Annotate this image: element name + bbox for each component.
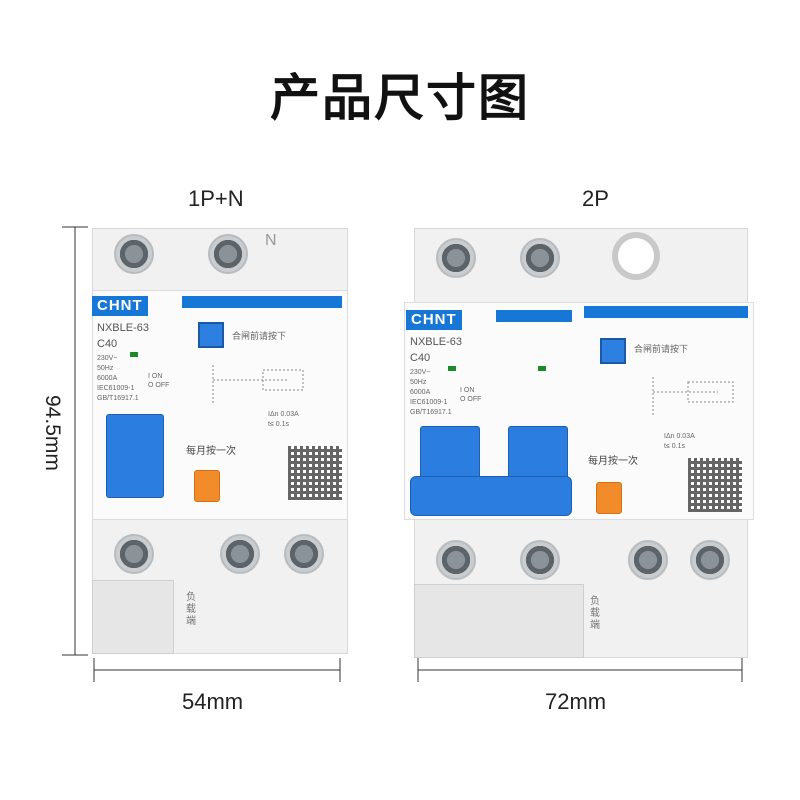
model-text: NXBLE-63 xyxy=(410,336,462,348)
screw-terminal-icon xyxy=(520,238,560,278)
wiring-diagram-icon xyxy=(212,365,304,405)
breaker-handle-left[interactable] xyxy=(420,426,480,480)
qr-code-icon xyxy=(288,446,342,500)
height-label: 94.5mm xyxy=(41,395,64,471)
neutral-mark: N xyxy=(265,232,277,249)
product-label-1p-n: 1P+N xyxy=(188,186,244,211)
model-text: NXBLE-63 xyxy=(97,322,149,334)
breaker-handle[interactable] xyxy=(106,414,164,498)
screw-terminal-icon xyxy=(114,234,154,274)
page-title: 产品尺寸图 xyxy=(270,69,530,127)
qr-code-icon xyxy=(688,458,742,512)
mounting-hole xyxy=(612,232,660,280)
screw-terminal-icon xyxy=(520,540,560,580)
press-hint: 合闸前请按下 xyxy=(634,345,689,355)
screw-terminal-icon xyxy=(208,234,248,274)
screw-terminal-icon xyxy=(114,534,154,574)
spec-0: 230V~ xyxy=(97,355,118,362)
reset-lever[interactable] xyxy=(600,338,626,364)
residual-current: IΔn 0.03A xyxy=(268,411,299,418)
handle-tie-bar[interactable] xyxy=(410,476,572,516)
breaker-handle-right[interactable] xyxy=(508,426,568,480)
blue-stripe xyxy=(182,296,342,308)
residual-current: IΔn 0.03A xyxy=(664,433,695,440)
screw-terminal-icon xyxy=(690,540,730,580)
monthly-test-label: 每月按一次 xyxy=(186,446,236,457)
rating-text: C40 xyxy=(410,352,431,364)
status-led xyxy=(538,366,546,371)
load-side-label: 负载端 xyxy=(590,596,600,631)
off-label: O OFF xyxy=(148,382,170,389)
spec-1: 50Hz xyxy=(97,365,114,372)
trip-time: t≤ 0.1s xyxy=(664,443,685,450)
spec-4: GB/T16917.1 xyxy=(97,395,139,402)
spec-4: GB/T16917.1 xyxy=(410,409,452,416)
on-label: I ON xyxy=(148,373,163,380)
width-label-1p-n: 54mm xyxy=(182,689,244,714)
rating-text: C40 xyxy=(97,338,118,350)
spec-3: IEC61009-1 xyxy=(410,399,448,406)
status-led xyxy=(448,366,456,371)
spec-3: IEC61009-1 xyxy=(97,385,135,392)
wiring-diagram-icon xyxy=(652,377,734,417)
spec-2: 6000A xyxy=(97,375,118,382)
off-label: O OFF xyxy=(460,396,482,403)
height-dimension-line xyxy=(62,226,88,656)
load-side-label: 负载端 xyxy=(186,592,196,627)
rail-clip xyxy=(92,580,174,654)
spec-0: 230V~ xyxy=(410,369,431,376)
width-dimension-line-1p-n xyxy=(93,658,341,682)
screw-terminal-icon xyxy=(436,238,476,278)
width-dimension-line-2p xyxy=(417,658,743,682)
monthly-test-label: 每月按一次 xyxy=(588,456,638,467)
spec-1: 50Hz xyxy=(410,379,427,386)
product-label-2p: 2P xyxy=(582,186,609,211)
press-hint: 合闸前请按下 xyxy=(232,332,287,342)
width-label-2p: 72mm xyxy=(545,689,607,714)
rail-clip xyxy=(414,584,584,658)
reset-lever[interactable] xyxy=(198,322,224,348)
screw-terminal-icon xyxy=(220,534,260,574)
brand-logo: CHNT xyxy=(92,296,148,316)
test-button[interactable] xyxy=(596,482,622,514)
spec-2: 6000A xyxy=(410,389,431,396)
trip-time: t≤ 0.1s xyxy=(268,421,289,428)
blue-stripe xyxy=(584,306,748,318)
screw-terminal-icon xyxy=(284,534,324,574)
screw-terminal-icon xyxy=(628,540,668,580)
screw-terminal-icon xyxy=(436,540,476,580)
test-button[interactable] xyxy=(194,470,220,502)
blue-stripe xyxy=(496,310,572,322)
status-led xyxy=(130,352,138,357)
brand-logo: CHNT xyxy=(406,310,462,330)
on-label: I ON xyxy=(460,387,475,394)
